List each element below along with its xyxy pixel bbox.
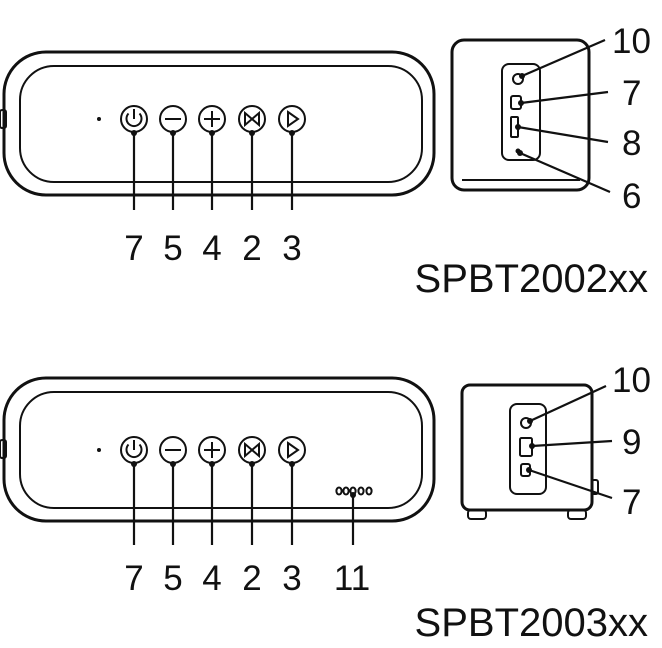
- model-name-1: SPBT2002xx: [415, 257, 648, 301]
- button-leaders-1: [131, 130, 295, 210]
- side-leaders-1: [515, 38, 611, 194]
- label-bluetooth: 2: [242, 229, 261, 268]
- volume-down-button[interactable]: [159, 105, 187, 133]
- label-aux: 10: [612, 361, 651, 400]
- volume-up-button[interactable]: [198, 105, 226, 133]
- plus-icon: [204, 442, 220, 458]
- power-icon: [125, 112, 143, 128]
- speaker-front-view-1: [0, 50, 436, 197]
- label-power: 7: [124, 559, 143, 598]
- plus-icon: [204, 111, 220, 127]
- label-reset: 6: [622, 177, 641, 216]
- power-icon: [125, 443, 143, 459]
- power-button[interactable]: [120, 436, 148, 464]
- side-numbers-1: 10 7 8 6: [612, 22, 651, 216]
- side-leaders-2: [526, 385, 613, 500]
- label-aux: 10: [612, 22, 651, 61]
- label-bluetooth: 2: [242, 559, 261, 598]
- volume-up-button[interactable]: [198, 436, 226, 464]
- speaker-side-view-2: [460, 383, 599, 520]
- label-volume-down: 5: [163, 559, 182, 598]
- aux-port: [512, 73, 524, 85]
- label-power: 7: [124, 229, 143, 268]
- button-leaders-2: [131, 461, 356, 545]
- label-volume-up: 4: [202, 229, 221, 268]
- power-button[interactable]: [120, 105, 148, 133]
- volume-down-button[interactable]: [159, 436, 187, 464]
- label-usb-power: 7: [622, 483, 641, 522]
- side-numbers-2: 10 9 7: [612, 361, 651, 522]
- model-name-2: SPBT2003xx: [415, 601, 648, 645]
- play-icon: [287, 110, 300, 128]
- label-play: 3: [282, 559, 301, 598]
- speaker-front-view-2: [0, 376, 436, 523]
- bluetooth-button[interactable]: [238, 105, 266, 133]
- bluetooth-pair-icon: [244, 441, 260, 459]
- label-microphone: 11: [334, 559, 370, 598]
- label-microsd: 8: [622, 124, 641, 163]
- button-numbers-2: 7 5 4 2 3 11: [124, 559, 370, 598]
- bluetooth-button[interactable]: [238, 436, 266, 464]
- buttons-2: [120, 436, 373, 496]
- play-button[interactable]: [278, 105, 306, 133]
- label-usb-power: 7: [622, 74, 641, 113]
- play-icon: [287, 441, 300, 459]
- label-volume-up: 4: [202, 559, 221, 598]
- buttons-1: [120, 105, 306, 133]
- speaker-side-view-1: [450, 38, 591, 192]
- microphone-holes: [335, 486, 373, 496]
- label-usb-a: 9: [622, 423, 641, 462]
- button-numbers-1: 7 5 4 2 3: [124, 229, 301, 268]
- label-play: 3: [282, 229, 301, 268]
- bluetooth-pair-icon: [244, 110, 260, 128]
- label-volume-down: 5: [163, 229, 182, 268]
- play-button[interactable]: [278, 436, 306, 464]
